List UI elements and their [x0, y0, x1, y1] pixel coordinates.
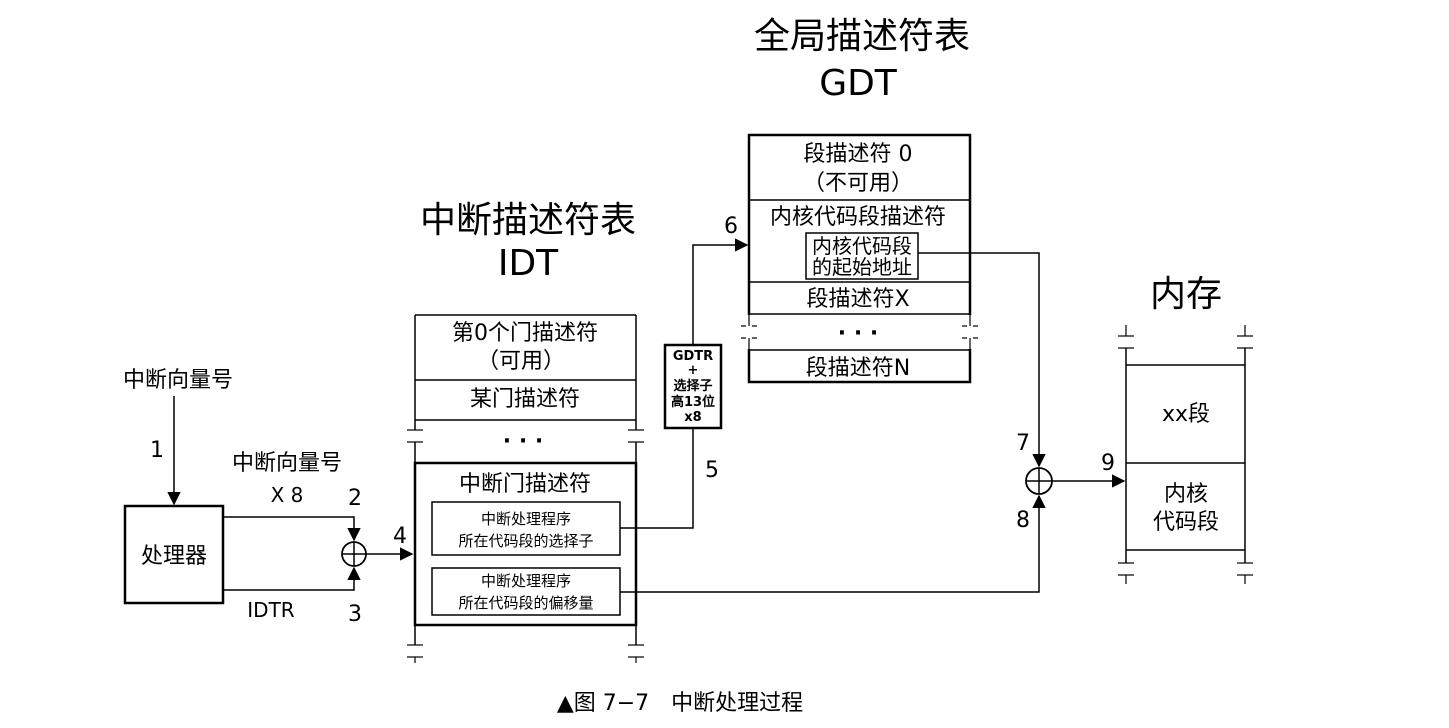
idt-gate-title: 中断门描述符 [459, 472, 591, 497]
gdt-dots: · · · [838, 321, 878, 346]
idt-row1: 某门描述符 [470, 387, 580, 412]
gdtr-line3: 选择子 [673, 378, 712, 394]
step-4: 4 [393, 524, 407, 549]
label-x8: X 8 [271, 483, 304, 507]
figure-caption: ▲图 7−7 中断处理过程 [557, 691, 803, 716]
connectors [167, 238, 1126, 593]
memory-seg-xx: xx段 [1162, 402, 1210, 427]
gdt-base-address-box [805, 232, 919, 280]
label-idtr: IDTR [247, 598, 295, 622]
processor-box [123, 504, 225, 605]
gdtr-line5: x8 [684, 410, 701, 425]
step-3: 3 [348, 602, 362, 627]
adder-left [341, 541, 367, 567]
gdtr-line4: 高13位 [671, 394, 715, 410]
adder-right [1025, 467, 1053, 495]
idt-row0-line2: （可用） [477, 349, 565, 374]
memory-break-marks [1118, 325, 1253, 584]
idt-subtitle: IDT [498, 243, 559, 284]
gdt-inner-line1: 内核代码段 [812, 234, 912, 258]
step-2: 2 [348, 486, 362, 511]
gdtr-line1: GDTR [673, 349, 713, 364]
processor-label: 处理器 [141, 544, 207, 569]
step-5: 5 [705, 458, 719, 483]
idt-row0-line1: 第0个门描述符 [452, 321, 598, 346]
processor-block: 处理器 [123, 504, 225, 605]
gdt-inner-line2: 的起始地址 [812, 255, 912, 279]
step-8: 8 [1016, 508, 1030, 533]
gdtr-box [663, 343, 723, 430]
idt-sel-line1: 中断处理程序 [481, 510, 571, 528]
idt-title: 中断描述符表 [420, 200, 636, 241]
idt-off-line2: 所在代码段的偏移量 [458, 594, 593, 612]
gdt-table: 全局描述符表 GDT 段描述符 0 （不可用） 内核代码段描述符 内核代码段 的… [741, 16, 978, 384]
idt-sel-line2: 所在代码段的选择子 [458, 532, 593, 550]
memory-column: 内存 xx段 内核 代码段 [1118, 274, 1253, 584]
label-vector-mid: 中断向量号 [232, 451, 342, 476]
gdt-row1: 内核代码段描述符 [770, 205, 946, 230]
gdt-row2: 段描述符X [806, 287, 909, 312]
idt-off-line1: 中断处理程序 [481, 572, 571, 590]
memory-title: 内存 [1150, 274, 1222, 315]
step-1: 1 [150, 438, 164, 463]
memory-seg-kernel-line2: 代码段 [1153, 510, 1219, 535]
gdt-title: 全局描述符表 [754, 16, 970, 57]
gdtr-line2: + [688, 363, 699, 378]
step-9: 9 [1101, 451, 1115, 476]
gdt-frame [747, 133, 972, 384]
gdtr-note: GDTR + 选择子 高13位 x8 [663, 343, 723, 430]
idt-dots: · · · [503, 429, 543, 454]
label-vector-top: 中断向量号 [123, 368, 233, 393]
memory-seg-kernel-line1: 内核 [1164, 482, 1208, 507]
idt-gate-frame [413, 461, 638, 627]
gdt-row0-line2: （不可用） [803, 171, 913, 196]
gdt-rowN: 段描述符N [806, 356, 910, 381]
gdt-subtitle: GDT [819, 63, 898, 104]
idt-table: 中断描述符表 IDT 第0个门描述符 （可用） 某门描述符 · · · 中断门描… [407, 200, 644, 663]
gdt-row0-line1: 段描述符 0 [804, 142, 913, 167]
step-7: 7 [1016, 431, 1030, 456]
idt-break-marks [407, 429, 644, 663]
step-6: 6 [724, 214, 738, 239]
